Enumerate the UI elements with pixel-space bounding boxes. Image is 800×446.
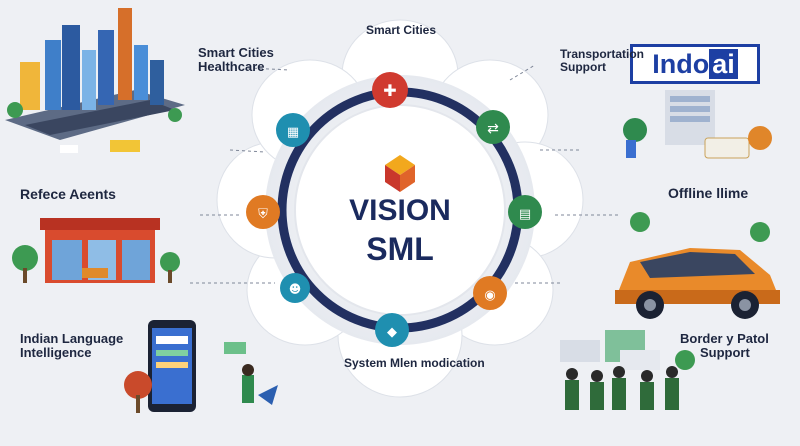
storefront-scene xyxy=(12,218,180,283)
route-icon xyxy=(476,110,510,144)
svg-text:☻: ☻ xyxy=(289,282,302,296)
bottom-right-title-2: Support xyxy=(700,345,750,360)
top-right-title-2: Support xyxy=(560,60,606,74)
svg-text:◉: ◉ xyxy=(484,288,495,303)
node-icons: ✚ ⇄ ▤ ◉ ◆ ☻ ⛨ ▦ xyxy=(246,72,542,347)
bottom-left-title-2: Intelligence xyxy=(20,345,92,360)
city-scene xyxy=(5,8,185,153)
transport-scene xyxy=(623,90,772,159)
top-left-title-2: Healthcare xyxy=(198,59,265,74)
patrol-scene xyxy=(560,330,695,410)
logo-indo: Indo xyxy=(652,49,710,79)
svg-text:▤: ▤ xyxy=(519,207,531,222)
svg-text:▦: ▦ xyxy=(287,125,299,140)
shield-icon xyxy=(246,195,280,229)
center-title-line2: SML xyxy=(366,231,434,267)
server-icon xyxy=(508,195,542,229)
svg-text:◆: ◆ xyxy=(387,325,397,340)
center-title-line1: VISION xyxy=(349,194,451,227)
logo-ai: ai xyxy=(709,49,738,79)
vision-logo-icon xyxy=(385,155,415,192)
svg-text:⛨: ⛨ xyxy=(258,207,268,222)
bottom-left-title-1: Indian Language xyxy=(20,331,124,346)
person-icon xyxy=(280,273,310,303)
building-icon xyxy=(276,113,310,147)
medical-icon xyxy=(372,72,408,108)
speech-icon xyxy=(375,313,409,347)
language-scene xyxy=(124,320,278,413)
bottom-right-title-1: Border y Patol xyxy=(680,331,769,346)
connector-lines xyxy=(190,64,620,284)
vehicle-scene xyxy=(615,212,780,319)
right-mid-title: Offline llime xyxy=(668,185,749,201)
car-icon xyxy=(473,276,507,310)
top-right-title-1: Transportation xyxy=(560,47,645,61)
top-left-title-1: Smart Cities xyxy=(198,45,274,60)
bottom-center-title: System Mlen modication xyxy=(344,356,485,370)
svg-text:⇄: ⇄ xyxy=(487,121,499,137)
left-mid-title: Refece Aeents xyxy=(20,186,116,202)
svg-text:✚: ✚ xyxy=(383,81,396,100)
top-section-title: Smart Cities xyxy=(366,23,437,37)
